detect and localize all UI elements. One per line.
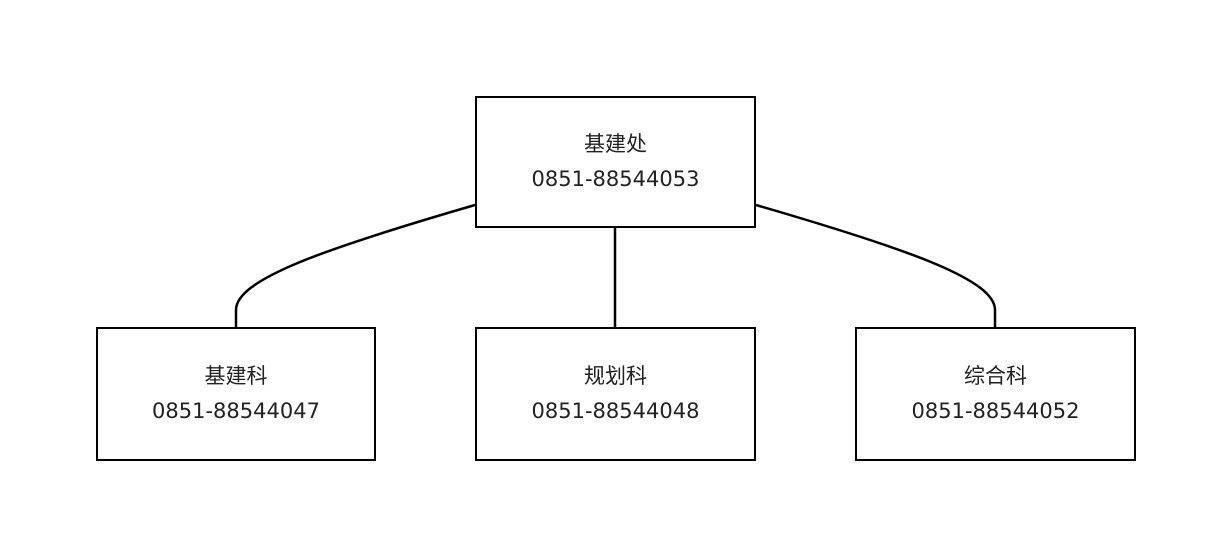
connector-left [234,203,476,327]
org-node-root-name: 基建处 [584,132,647,156]
org-node-child-3-phone: 0851-88544052 [911,399,1080,423]
org-node-child-1-phone: 0851-88544047 [152,399,320,423]
org-node-child-2-name: 规划科 [584,364,647,388]
org-node-child-2: 规划科 0851-88544048 [475,327,756,461]
org-node-child-2-phone: 0851-88544048 [531,399,700,423]
org-node-child-3-name: 综合科 [964,364,1027,388]
org-node-root-phone: 0851-88544053 [531,167,700,191]
connector-right [755,203,997,327]
org-node-child-3: 综合科 0851-88544052 [855,327,1136,461]
org-node-root: 基建处 0851-88544053 [475,96,756,228]
org-node-child-1: 基建科 0851-88544047 [96,327,376,461]
org-node-child-1-name: 基建科 [204,364,268,388]
